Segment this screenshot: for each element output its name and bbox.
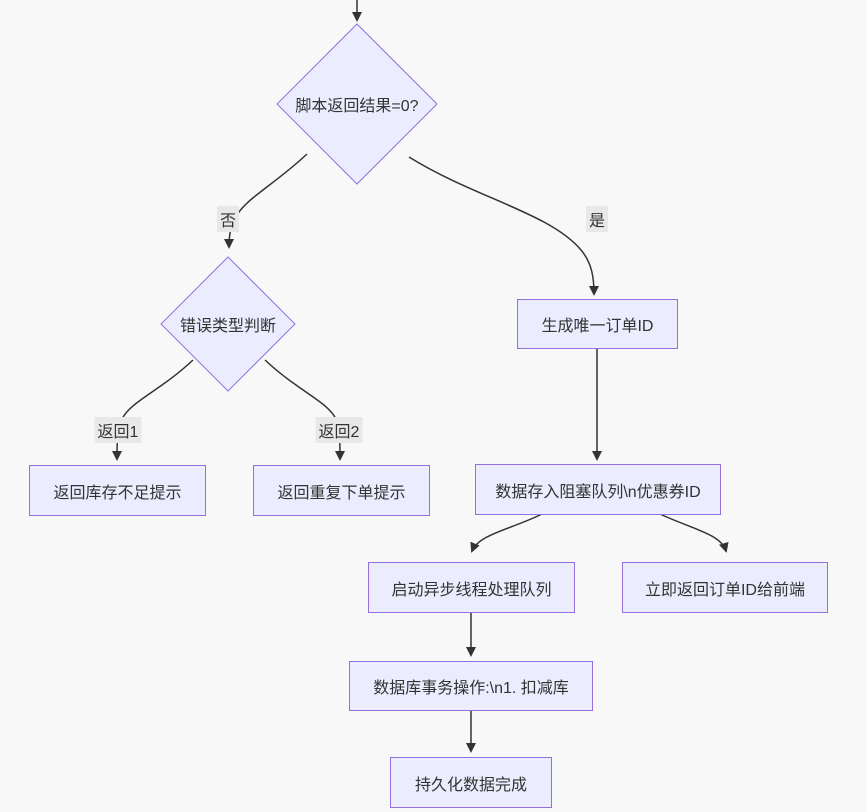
edge-yes-branch (408, 156, 599, 296)
edge-label-yes: 是 (585, 206, 609, 232)
edge-return2 (264, 359, 345, 461)
edge-label-return1: 返回1 (94, 417, 142, 443)
edge-label-return2: 返回2 (315, 417, 363, 443)
edge-queue-to-frontend (659, 513, 729, 553)
decision-script-diamond (276, 23, 438, 185)
node-blocking-queue: 数据存入阻塞队列\n优惠券ID (475, 464, 721, 515)
decision-error-diamond (160, 256, 296, 392)
node-async-thread: 启动异步线程处理队列 (368, 562, 575, 613)
node-return-order-id: 立即返回订单ID给前端 (622, 562, 828, 613)
decision-error-label: 错误类型判断 (179, 318, 277, 335)
node-persist-complete: 持久化数据完成 (390, 757, 552, 808)
edge-return1 (112, 359, 194, 461)
node-db-transaction: 数据库事务操作:\n1. 扣减库 (349, 661, 593, 711)
decision-script-label: 脚本返回结果=0? (295, 98, 419, 115)
node-duplicate-order: 返回重复下单提示 (253, 465, 430, 516)
edge-no-branch (224, 153, 308, 249)
edge-label-no: 否 (216, 206, 240, 232)
node-stock-insufficient: 返回库存不足提示 (29, 465, 206, 516)
node-generate-order-id: 生成唯一订单ID (517, 299, 678, 349)
edge-queue-to-async (470, 513, 543, 553)
